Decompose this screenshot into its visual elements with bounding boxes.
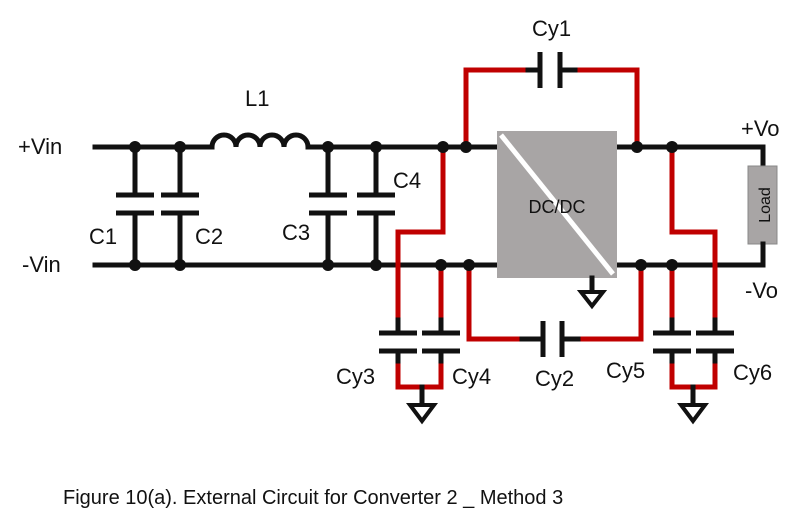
label-c4: C4	[393, 168, 421, 193]
label-vo-positive: +Vo	[741, 116, 780, 141]
load-label: Load	[757, 187, 774, 223]
capacitor-c2	[161, 144, 199, 268]
label-c2: C2	[195, 224, 223, 249]
label-cy2: Cy2	[535, 366, 574, 391]
label-vin-positive: +Vin	[18, 134, 62, 159]
dcdc-converter: DC/DC	[497, 131, 617, 278]
inductor-l1	[209, 132, 311, 150]
capacitor-cy5	[653, 262, 696, 390]
converter-label: DC/DC	[529, 197, 586, 217]
capacitor-c3	[309, 144, 347, 268]
label-cy1: Cy1	[532, 16, 571, 41]
load-resistor: Load	[747, 144, 778, 268]
label-cy4: Cy4	[452, 364, 491, 389]
label-c3: C3	[282, 220, 310, 245]
label-cy5: Cy5	[606, 358, 645, 383]
capacitor-c4	[357, 144, 395, 268]
label-cy3: Cy3	[336, 364, 375, 389]
capacitor-cy4	[419, 262, 460, 390]
capacitor-c1	[116, 144, 154, 268]
capacitor-cy3	[379, 144, 446, 390]
label-cy6: Cy6	[733, 360, 772, 385]
ground-symbol-input	[406, 384, 438, 425]
capacitor-cy6	[669, 144, 734, 390]
converter-ground-symbol	[576, 275, 608, 310]
label-c1: C1	[89, 224, 117, 249]
ground-symbol-output	[677, 384, 709, 425]
junction-dots	[129, 141, 678, 271]
capacitor-cy1	[463, 52, 640, 150]
capacitor-cy2	[466, 262, 644, 357]
label-l1: L1	[245, 86, 269, 111]
label-vo-negative: -Vo	[745, 278, 778, 303]
figure-caption: Figure 10(a). External Circuit for Conve…	[63, 487, 563, 509]
label-vin-negative: -Vin	[22, 252, 61, 277]
